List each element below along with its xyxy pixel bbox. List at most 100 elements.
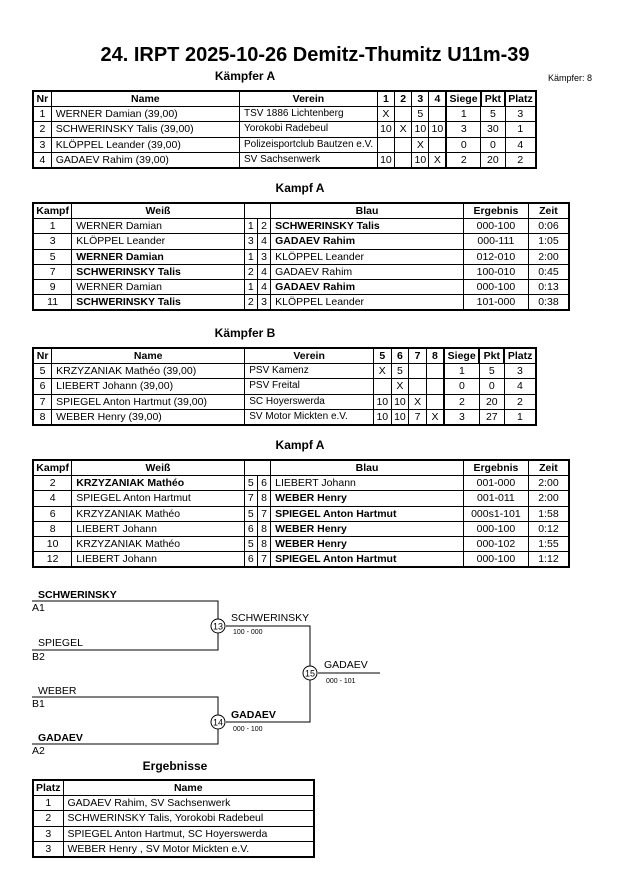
semi1-winner: SCHWERINSKY	[231, 612, 309, 624]
name-cell: SCHWERINSKY Talis, Yorokobi Radebeul	[62, 810, 315, 827]
points-cell: 20	[478, 393, 505, 410]
place-cell: 3	[32, 825, 64, 842]
semi2-number: 14	[213, 718, 223, 728]
fight-13-marker	[210, 618, 226, 634]
result-cell: 101-000	[462, 294, 529, 311]
white-fighter-cell: WERNER Damian	[71, 278, 245, 296]
column-header-fight: Kampf	[32, 459, 73, 477]
name-cell: SPIEGEL Anton Hartmut (39,00)	[51, 393, 246, 410]
time-cell: 0:38	[527, 294, 570, 311]
place-cell: 4	[504, 136, 537, 153]
time-cell: 1:55	[527, 535, 570, 553]
fights-b-heading: Kampf A	[275, 438, 325, 452]
result-cell: 000-100	[462, 551, 529, 568]
score-cell: X	[425, 408, 445, 426]
nr-cell: 4	[32, 151, 52, 169]
wins-cell: 2	[443, 393, 480, 410]
fight-14-marker	[210, 714, 226, 730]
time-cell: 0:13	[527, 278, 570, 296]
semi2-bottom-name: GADAEV	[38, 732, 83, 744]
column-header: Name	[51, 347, 246, 365]
semi2-top-name: WEBER	[38, 685, 77, 697]
fights-a-heading: Kampf A	[275, 181, 325, 195]
white-fighter-cell: SCHWERINSKY Talis	[71, 294, 245, 311]
place-cell: 1	[503, 408, 537, 426]
result-cell: 012-010	[462, 248, 529, 265]
club-cell: Polizeisportclub Bautzen e.V.	[239, 136, 378, 153]
column-header-time: Zeit	[527, 459, 570, 477]
column-header: Platz	[503, 347, 537, 365]
blue-fighter-cell: GADAEV Rahim	[270, 278, 464, 296]
semi1-top-name: SCHWERINSKY	[38, 589, 117, 601]
name-cell: KRZYZANIAK Mathéo (39,00)	[51, 363, 246, 380]
points-cell: 0	[480, 136, 506, 153]
result-cell: 000-102	[462, 535, 529, 553]
blue-fighter-cell: SCHWERINSKY Talis	[270, 218, 464, 235]
place-cell: 2	[32, 810, 64, 827]
time-cell: 1:12	[527, 551, 570, 568]
place-cell: 1	[504, 121, 537, 138]
column-header: Platz	[32, 779, 64, 797]
white-fighter-cell: LIEBERT Johann	[71, 520, 245, 537]
place-cell: 3	[32, 840, 64, 858]
blue-fighter-cell: WEBER Henry	[270, 520, 464, 537]
blue-number-cell: 4	[256, 278, 272, 296]
blue-number-cell: 3	[256, 294, 272, 311]
name-cell: WEBER Henry (39,00)	[51, 408, 246, 426]
blue-fighter-cell: SPIEGEL Anton Hartmut	[270, 551, 464, 568]
blue-fighter-cell: WEBER Henry	[270, 535, 464, 553]
name-cell: SPIEGEL Anton Hartmut, SC Hoyerswerda	[62, 825, 315, 842]
blue-fighter-cell: KLÖPPEL Leander	[270, 248, 464, 265]
place-cell: 2	[504, 151, 537, 169]
result-cell: 000-100	[462, 278, 529, 296]
column-header: Verein	[244, 347, 374, 365]
semi1-top-seed: A1	[32, 602, 45, 614]
column-header: Nr	[32, 90, 52, 108]
blue-fighter-cell: WEBER Henry	[270, 490, 464, 507]
place-cell: 1	[32, 795, 64, 812]
pool-b-heading: Kämpfer B	[214, 326, 276, 340]
semi2-top-seed: B1	[32, 698, 45, 710]
final-winner: GADAEV	[324, 659, 368, 671]
column-header: Siege	[443, 347, 480, 365]
pool-a-heading: Kämpfer A	[214, 69, 276, 83]
blue-number-cell: 7	[256, 551, 272, 568]
club-cell: PSV Kamenz	[244, 363, 374, 380]
blue-number-cell: 8	[256, 535, 272, 553]
fighters-count: Kämpfer: 8	[548, 73, 593, 83]
white-fighter-cell: SPIEGEL Anton Hartmut	[71, 490, 245, 507]
column-header: Name	[62, 779, 315, 797]
wins-cell: 3	[443, 408, 480, 426]
semi2-winner: GADAEV	[231, 709, 276, 721]
wins-cell: 2	[445, 151, 482, 169]
points-cell: 30	[480, 121, 506, 138]
final-score: 000 - 101	[326, 678, 356, 685]
points-cell: 20	[480, 151, 506, 169]
nr-cell: 3	[32, 136, 52, 153]
points-cell: 5	[478, 363, 505, 380]
score-cell: 10	[376, 151, 396, 169]
